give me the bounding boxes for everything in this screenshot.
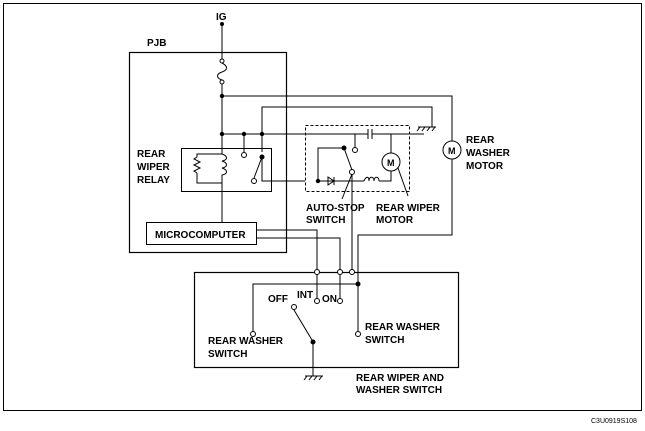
fuse-bottom-terminal [219,79,225,85]
relay-label-line1: REAR [137,149,166,160]
switch-terminal-1 [314,269,320,275]
washer-switch-right-contact [355,331,361,337]
relay-diode-top [196,153,222,157]
relay-diode-bottom [196,173,222,184]
rear-wiper-motor-box [305,125,410,192]
washer-switch-left-contact [250,331,256,337]
relay-label-line3: RELAY [137,175,170,186]
pjb-label: PJB [147,38,166,49]
microcomputer-box [146,222,257,245]
rear-washer-switch-left-label-line2: SWITCH [208,349,247,360]
rear-wiper-motor-m: M [387,158,395,168]
ground-feed-wire [261,106,433,134]
washer-switch-left-wire [252,283,358,332]
rear-wiper-motor-label-line1: REAR WIPER [376,203,441,214]
fuse-top-terminal [219,58,225,64]
washer-motor-to-switch-wire [357,159,453,284]
relay-contact-1 [241,152,247,158]
switch-int-label: INT [297,290,313,301]
ground-symbol-motor [410,126,436,135]
relay-resistor [192,156,202,174]
rear-wiper-motor-label-line2: MOTOR [376,215,414,226]
auto-stop-arm [343,147,353,171]
motor-choke-coil [363,176,380,182]
rear-washer-motor-label-line1: REAR [466,135,495,146]
ig-terminal [220,22,224,26]
switch-on-contact [337,298,343,304]
auto-stop-switch-label-line1: AUTO-STOP [306,203,365,214]
switch-lever [293,309,313,341]
auto-stop-contact-bottom [349,169,355,175]
switch-int-contact [314,298,320,304]
rear-washer-switch-right-label-line2: SWITCH [365,335,404,346]
motor-label-leader [397,167,409,197]
figure-reference: C3U0919S108 [591,418,637,425]
diagram-border [3,3,642,411]
rear-wiper-and-washer-switch-box [193,271,460,369]
relay-to-motor-wire [261,157,305,182]
relay-contact-arm [253,156,263,179]
micro-signal-wire-1 [256,229,318,272]
rear-washer-switch-left-label-line1: REAR WASHER [208,336,284,347]
auto-stop-contact-right [352,147,358,153]
fuse-symbol [217,62,227,81]
rear-washer-motor-label-line3: MOTOR [466,161,504,172]
auto-stop-label-leader [341,173,353,200]
micro-signal-wire-2 [256,237,341,272]
rear-washer-motor-label-line2: WASHER [466,148,511,159]
rear-wiper-relay-box [181,148,272,192]
rear-wiper-and-washer-switch-label-line1: REAR WIPER AND [356,373,444,384]
switch-terminal-2 [337,269,343,275]
feed-to-washer-motor [222,95,453,138]
switch-off-contact [291,304,297,310]
switch-off-label: OFF [268,294,288,305]
switch-on-label: ON [322,294,337,305]
ig-label: IG [216,12,227,23]
pjb-box [128,51,288,254]
rear-wiper-and-washer-switch-label-line2: WASHER SWITCH [356,385,442,396]
coil-to-motor-wire [379,171,392,182]
rear-washer-motor-m: M [448,146,456,156]
auto-stop-switch-label-line2: SWITCH [306,215,345,226]
relay-contact-3 [251,178,257,184]
auto-stop-loop [317,147,344,181]
microcomputer-label: MICROCOMPUTER [155,230,246,241]
rear-washer-switch-right-label-line1: REAR WASHER [365,322,441,333]
switch-terminal-3 [349,269,355,275]
relay-coil [221,153,227,181]
relay-label-line2: WIPER [137,162,171,173]
ground-symbol-switch [303,375,323,381]
